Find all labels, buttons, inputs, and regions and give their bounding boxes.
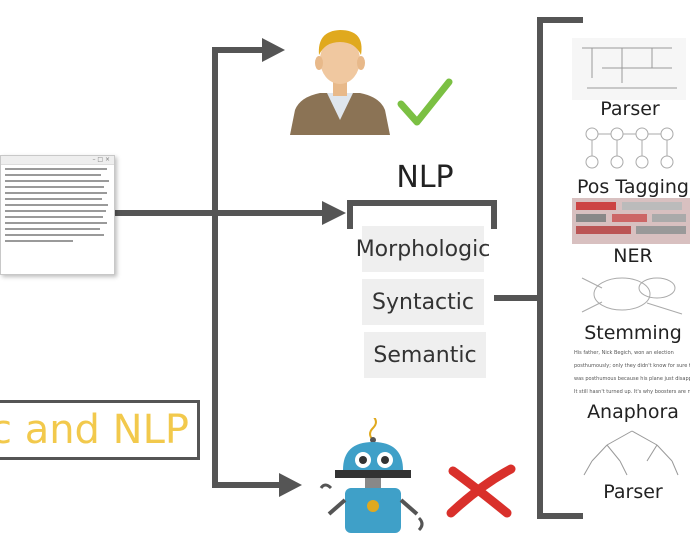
ner-highlight-image [572,198,690,244]
tool-label-anaphora: Anaphora [587,401,679,423]
pos-tagging-graph-image [585,127,674,169]
anaphora-line: His father, Nick Begich, won an election [574,350,674,356]
checkmark-icon [397,78,453,126]
ner-thumbnail [572,198,690,244]
tool-label-ner: NER [613,245,653,267]
anaphora-line: posthumously; only they didn't know for … [574,363,690,369]
dependency-tree-image [583,430,679,476]
document-text-lines [1,168,114,242]
robot-icon [319,418,424,533]
pos-tagging-thumbnail [572,122,686,174]
anaphora-line: was posthumous because his plane just di… [574,376,690,382]
parser-thumbnail [572,38,686,100]
nlp-item-semantic: Semantic [364,332,486,378]
tool-label-pos-tagging: Pos Tagging [577,176,689,198]
topic-title-text: c and NLP [0,407,189,453]
stemming-diagram-image [581,277,683,315]
arrow-head-bottom [279,473,302,497]
nlp-item-morphologic: Morphologic [356,226,490,272]
human-person-icon [290,30,390,135]
parser-tree-thumbnail [572,425,690,481]
parse-tree-image [582,47,677,89]
text-document-window: – □ × [0,155,115,275]
tool-label-stemming: Stemming [584,322,682,344]
anaphora-line: It still hasn't turned up. It's why boos… [574,389,690,395]
arrow-head-middle [322,201,346,225]
cross-icon [446,464,516,518]
anaphora-thumbnail: His father, Nick Begich, won an election… [572,345,690,401]
window-controls-icon: – □ × [92,156,110,163]
anaphora-text-sample: His father, Nick Begich, won an election… [572,345,690,401]
nlp-item-syntactic: Syntactic [362,279,484,325]
topic-title-box: c and NLP [0,400,200,460]
arrow-head-top [262,38,285,62]
window-titlebar: – □ × [1,156,114,165]
tool-label-parser: Parser [600,98,660,120]
nlp-title: NLP [396,160,454,195]
stemming-thumbnail [572,268,690,320]
tool-label-parser-2: Parser [603,481,663,503]
